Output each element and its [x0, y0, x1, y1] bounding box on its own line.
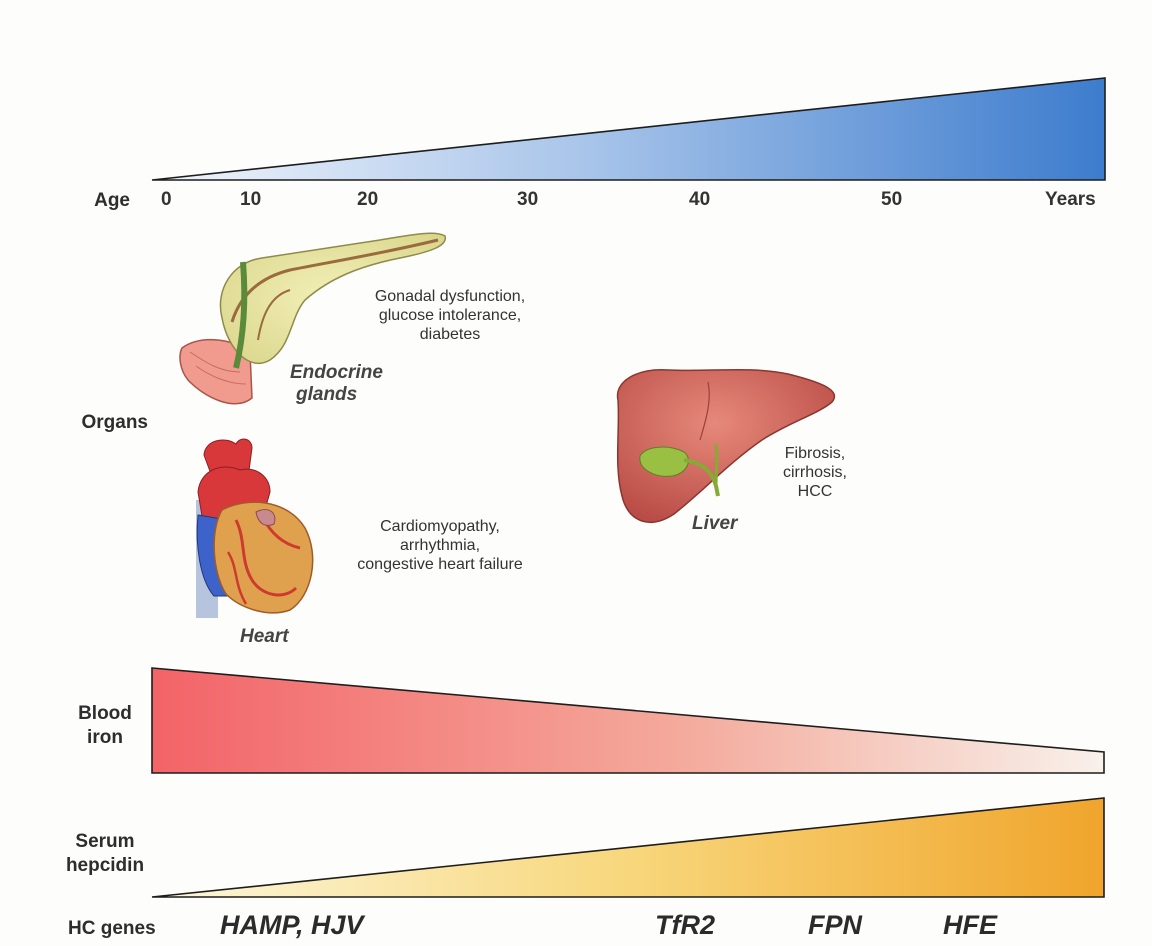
gene-hfe: HFE: [943, 910, 997, 941]
blood-iron-label: Blood iron: [55, 702, 155, 750]
gene-tfr2: TfR2: [655, 910, 715, 941]
blood-iron-label-line1: Blood: [55, 702, 155, 726]
serum-hepcidin-label-line1: Serum: [45, 830, 165, 854]
gene-fpn: FPN: [808, 910, 862, 941]
age-tick-40: 40: [689, 189, 710, 211]
endocrine-effect-2: glucose intolerance,: [355, 306, 545, 325]
hepcidin-wedge: [152, 798, 1104, 897]
endocrine-glands-name: Endocrine glands: [290, 362, 383, 406]
liver-effect-3: HCC: [760, 482, 870, 501]
age-label: Age: [60, 189, 130, 213]
heart-effect-2: arrhythmia,: [325, 536, 555, 555]
serum-hepcidin-label-line2: hepcidin: [45, 854, 165, 878]
age-tick-0: 0: [161, 189, 172, 211]
age-tick-50: 50: [881, 189, 902, 211]
age-wedge: [152, 78, 1105, 180]
liver-effect-2: cirrhosis,: [760, 463, 870, 482]
blood-iron-label-line2: iron: [55, 726, 155, 750]
heart-effect-3: congestive heart failure: [325, 555, 555, 574]
liver-effect-1: Fibrosis,: [760, 444, 870, 463]
endocrine-name-line2: glands: [290, 384, 383, 406]
age-tick-30: 30: [517, 189, 538, 211]
serum-hepcidin-label: Serum hepcidin: [45, 830, 165, 878]
endocrine-effects: Gonadal dysfunction, glucose intolerance…: [355, 287, 545, 344]
endocrine-name-line1: Endocrine: [290, 362, 383, 384]
age-tick-10: 10: [240, 189, 261, 211]
heart-name: Heart: [240, 626, 289, 648]
heart-effects: Cardiomyopathy, arrhythmia, congestive h…: [325, 517, 555, 574]
age-tick-20: 20: [357, 189, 378, 211]
age-tick-years: Years: [1045, 189, 1096, 211]
organs-label: Organs: [50, 411, 148, 435]
hc-genes-label: HC genes: [68, 917, 156, 941]
endocrine-effect-3: diabetes: [355, 325, 545, 344]
gene-hamp-hjv: HAMP, HJV: [220, 910, 364, 941]
liver-name: Liver: [692, 513, 737, 535]
heart-effect-1: Cardiomyopathy,: [325, 517, 555, 536]
liver-effects: Fibrosis, cirrhosis, HCC: [760, 444, 870, 501]
heart-illustration: [196, 439, 313, 618]
endocrine-effect-1: Gonadal dysfunction,: [355, 287, 545, 306]
blood-iron-wedge: [152, 668, 1104, 773]
